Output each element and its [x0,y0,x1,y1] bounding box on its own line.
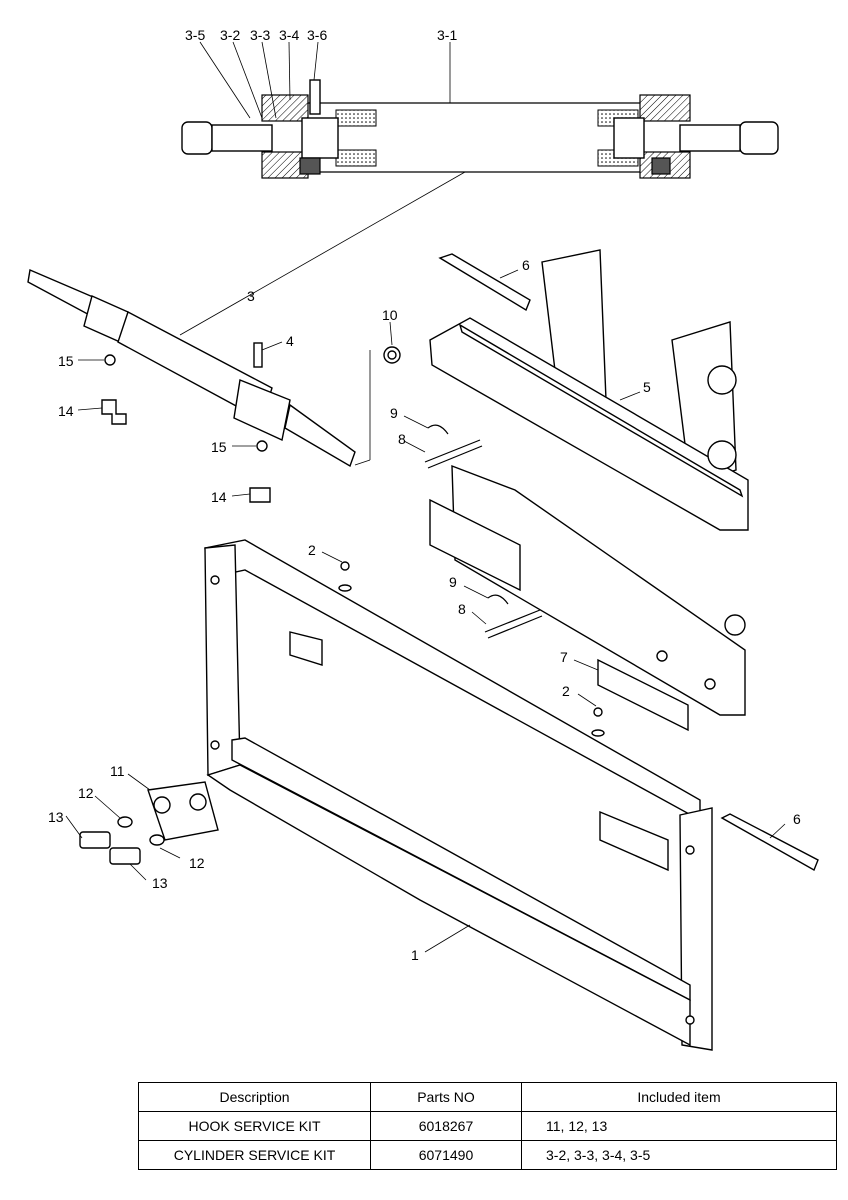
middle-bracket-leaders [321,551,599,707]
callout-2-lower: 2 [562,683,570,699]
callout-15-upper: 15 [58,353,74,369]
table-row: HOOK SERVICE KIT 6018267 11, 12, 13 [138,1111,837,1141]
column-header-included-item: Included item [521,1082,837,1112]
cell-description: HOOK SERVICE KIT [138,1111,371,1141]
cell-parts-no: 6071490 [370,1140,522,1170]
callout-8-upper: 8 [398,431,406,447]
callout-11: 11 [110,763,125,779]
callout-5: 5 [643,379,651,395]
middle-bracket-assembly [338,464,746,737]
cell-description: CYLINDER SERVICE KIT [138,1140,371,1170]
callout-12-lower: 12 [189,855,205,871]
table-header-row: Description Parts NO Included item [138,1082,837,1112]
exploded-parts-diagram: 3-5 3-2 3-3 3-4 3-6 3-1 3 4 15 14 15 14 [27,27,819,1051]
callout-3-4: 3-4 [279,27,299,43]
callout-13-upper: 13 [48,809,64,825]
callout-12-upper: 12 [78,785,94,801]
cell-included-item: 11, 12, 13 [521,1111,837,1141]
callout-9-upper: 9 [390,405,398,421]
main-frame [204,539,819,1051]
cylinder-detail-leaders [179,41,466,336]
callout-15-lower: 15 [211,439,227,455]
callout-3-2: 3-2 [220,27,240,43]
callout-1: 1 [411,947,419,963]
column-header-description: Description [138,1082,371,1112]
callout-3-6: 3-6 [307,27,327,43]
callout-9-lower: 9 [449,574,457,590]
callout-3-3: 3-3 [250,27,270,43]
column-header-parts-no: Parts NO [370,1082,522,1112]
callout-3-5: 3-5 [185,27,205,43]
callout-3-1: 3-1 [437,27,457,43]
cylinder-assembly [27,269,356,503]
callout-3: 3 [247,288,255,304]
callout-2-upper: 2 [308,542,316,558]
callout-6-upper: 6 [522,257,530,273]
upper-bracket-assembly [383,249,749,531]
callout-14-lower: 14 [211,489,227,505]
cylinder-leaders [77,341,371,497]
callout-4: 4 [286,333,294,349]
callout-8-lower: 8 [458,601,466,617]
cell-included-item: 3-2, 3-3, 3-4, 3-5 [521,1140,837,1170]
callout-13-lower: 13 [152,875,168,891]
upper-bracket-leaders [389,269,641,453]
service-kit-table: Description Parts NO Included item HOOK … [138,1082,837,1170]
callout-7: 7 [560,649,568,665]
cell-parts-no: 6018267 [370,1111,522,1141]
callout-6-lower: 6 [793,811,801,827]
callout-14-upper: 14 [58,403,74,419]
table-row: CYLINDER SERVICE KIT 6071490 3-2, 3-3, 3… [138,1140,837,1170]
lower-leaders [65,773,786,953]
cylinder-section-detail [181,79,779,179]
hook-assembly [79,781,219,865]
callout-10: 10 [382,307,398,323]
